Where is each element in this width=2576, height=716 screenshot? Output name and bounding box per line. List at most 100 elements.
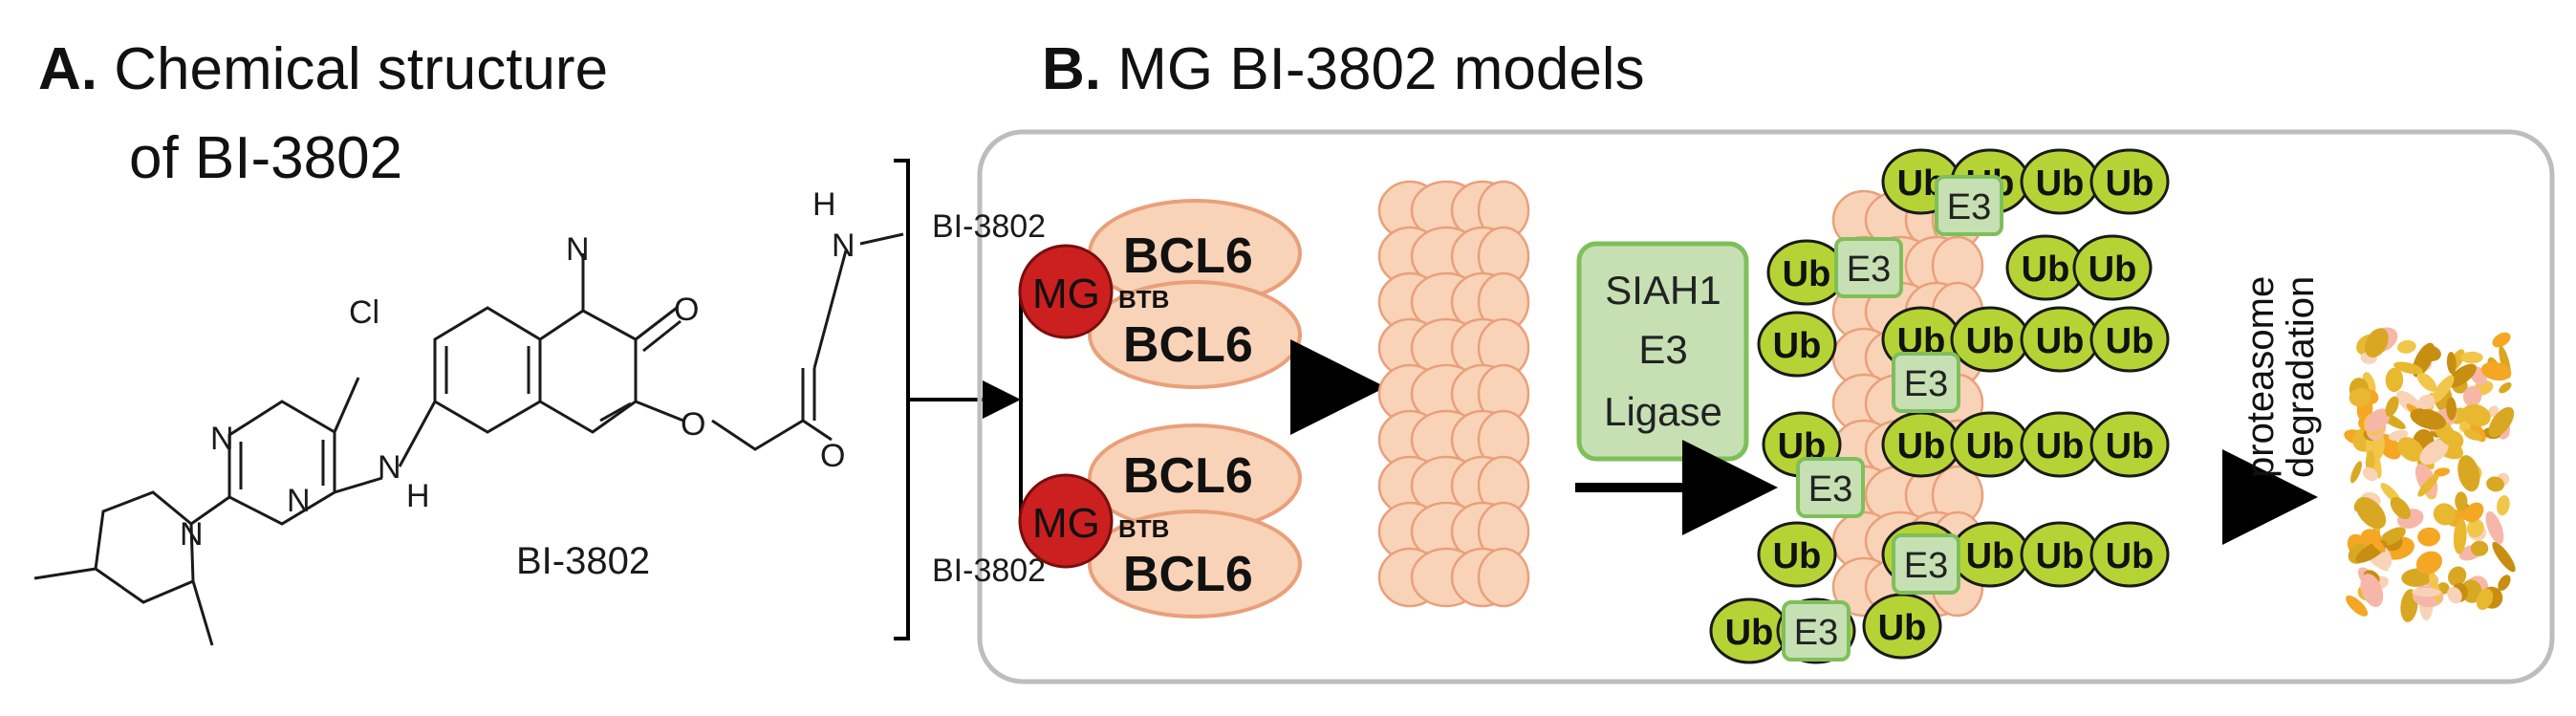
bcl6-label: BCL6: [1123, 547, 1253, 602]
protein-fragment: [2461, 403, 2491, 427]
panel-a-letter: A.: [38, 36, 97, 102]
protein-fragment: [2487, 405, 2500, 418]
ubiquitin-icon: [1757, 521, 1837, 588]
protein-fragment: [2460, 351, 2483, 364]
bcl6-filament: [1377, 180, 1530, 608]
e3-label: E3: [1947, 187, 1991, 228]
protein-fragment: [2397, 437, 2424, 462]
protein-fragment: [2363, 466, 2378, 482]
protein-fragment: [2353, 498, 2368, 512]
bcl6-label: BCL6: [1123, 228, 1253, 284]
btb-label: BTB: [1118, 514, 1169, 543]
e3-label: E3: [1904, 364, 1948, 404]
pyrimidine-ring: [227, 400, 336, 526]
protein-fragment: [2412, 587, 2441, 597]
protein-fragment: [2462, 385, 2482, 407]
protein-fragment: [2379, 527, 2406, 546]
protein-fragment: [2417, 394, 2435, 410]
ubiquitin-label: Ub: [1966, 321, 2015, 361]
nh-bond: [334, 476, 383, 494]
atom-n-piperidine: N: [180, 516, 204, 553]
protein-fragment: [2485, 510, 2504, 545]
e3-tag: [1935, 175, 2003, 236]
protein-fragment: [2433, 503, 2457, 526]
protein-fragment: [2417, 527, 2441, 547]
ubiquitin-icon: [2089, 306, 2170, 373]
protein-fragment: [2365, 450, 2375, 472]
ubiquitin-label: Ub: [1966, 536, 2015, 576]
cl-bond: [333, 377, 360, 433]
ubiquitin-label: Ub: [2036, 163, 2085, 204]
e3-tag: [1796, 457, 1865, 518]
ubiquitin-label: Ub: [2036, 321, 2085, 361]
protein-fragment: [2453, 518, 2467, 554]
e3-label: E3: [1847, 250, 1891, 290]
protein-fragment: [2419, 439, 2449, 466]
pip-n-bond: [190, 495, 230, 526]
protein-fragment: [2455, 491, 2468, 511]
panel-a-title: A. Chemical structure: [38, 40, 608, 99]
atom-n-amide: N: [832, 228, 855, 264]
atom-o-carbonyl: O: [674, 292, 699, 328]
nh-aryl-bond: [398, 401, 437, 467]
protein-fragment: [2446, 397, 2457, 421]
atom-n-pyrimidine-2: N: [287, 483, 311, 519]
protein-fragment: [2466, 518, 2484, 538]
siah1-ligase-box: SIAH1 E3 Ligase: [1576, 241, 1749, 462]
protein-fragment: [2488, 406, 2515, 438]
methyl-bond-left: [33, 567, 97, 580]
protein-fragment: [2492, 332, 2511, 348]
ubiquitin-label: Ub: [1966, 426, 2015, 466]
ubiquitin-icon: [2089, 411, 2170, 478]
e3-tag: [1892, 533, 1960, 595]
ubiquitin-label: Ub: [2036, 536, 2085, 576]
e3-label: E3: [1808, 469, 1852, 510]
protein-fragment: [2463, 429, 2482, 441]
ubiquitin-label: Ub: [2089, 250, 2137, 290]
ubiquitin-label: Ub: [1773, 326, 1822, 366]
protein-fragment: [2397, 339, 2416, 354]
degradation-label: proteasome degradation: [2240, 276, 2322, 478]
protein-fragment: [2431, 375, 2455, 403]
ubiquitin-label: Ub: [1897, 426, 1946, 466]
bcl6-dimer-bottom: BCL6 BCL6 MG BTB: [1018, 423, 1302, 618]
degradation-line2: degradation: [2280, 276, 2322, 478]
ubiquitin-label: Ub: [2106, 163, 2154, 204]
protein-fragment: [2497, 495, 2510, 516]
protein-fragment: [2486, 476, 2504, 492]
protein-fragment: [2393, 361, 2423, 375]
atom-labels: N O O H N O Cl N N N H N: [180, 186, 855, 553]
protein-fragment: [2480, 361, 2512, 381]
e3-tag: [1892, 352, 1960, 413]
bcl6-dimer-top: BCL6 BCL6 MG BTB: [1018, 199, 1302, 389]
ubiquitin-label: Ub: [2106, 321, 2154, 361]
ether-bond: [635, 400, 684, 423]
btb-label: BTB: [1118, 285, 1169, 314]
protein-fragment: [2416, 372, 2437, 392]
protein-fragment: [2470, 540, 2489, 556]
protein-fragment: [2370, 535, 2386, 553]
chemical-structure: [33, 232, 904, 646]
siah1-line3: Ligase: [1604, 389, 1722, 434]
protein-fragment: [2476, 588, 2494, 610]
ubiquitin-label: Ub: [1725, 613, 1774, 653]
panel-a-title-line1: Chemical structure: [114, 36, 609, 102]
bcl6-label: BCL6: [1123, 448, 1253, 504]
mg-label: MG: [1032, 271, 1100, 317]
degraded-protein-fragments: [2344, 327, 2516, 622]
degradation-line1: proteasome: [2240, 276, 2282, 478]
siah1-line2: E3: [1638, 327, 1687, 372]
carbonyl-bond: [635, 306, 678, 341]
ubiquitin-label: Ub: [1878, 608, 1927, 648]
ubiquitin-label: Ub: [2106, 536, 2154, 576]
protein-fragment: [2447, 587, 2462, 604]
ubiquitin-icon: [1757, 311, 1837, 378]
piperidine-ring: [94, 490, 195, 604]
ubiquitin-label: Ub: [1773, 536, 1822, 576]
protein-fragment: [2385, 396, 2399, 417]
ubiquitin-icon: [2089, 521, 2170, 588]
bcl6-label: BCL6: [1123, 317, 1253, 373]
protein-fragment: [2415, 551, 2442, 575]
